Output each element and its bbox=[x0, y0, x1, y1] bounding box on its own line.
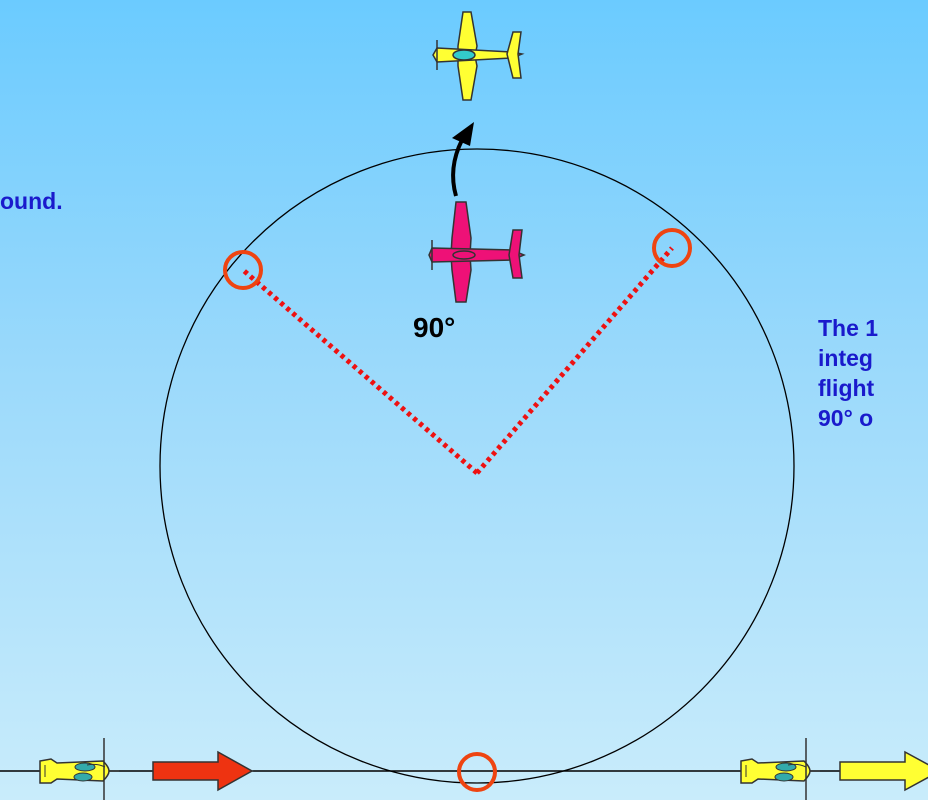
red-arrow bbox=[153, 752, 252, 790]
radius-left-dotted bbox=[243, 270, 477, 473]
marker-circle-bottom bbox=[459, 754, 495, 790]
plane-bottom-right-icon bbox=[741, 759, 820, 783]
right-caption-line: flight bbox=[818, 373, 878, 403]
right-caption: The 1 integ flight 90° o bbox=[818, 313, 878, 433]
right-caption-line: integ bbox=[818, 343, 878, 373]
right-caption-line: 90° o bbox=[818, 403, 878, 433]
right-caption-line: The 1 bbox=[818, 313, 878, 343]
yellow-arrow bbox=[840, 752, 928, 790]
radius-right-dotted bbox=[477, 248, 672, 473]
loop-circle bbox=[160, 149, 794, 783]
left-caption: ound. bbox=[0, 186, 63, 216]
angle-label: 90° bbox=[413, 312, 455, 344]
plane-top-icon bbox=[433, 12, 522, 100]
curved-arrow-shaft bbox=[453, 140, 462, 196]
plane-bottom-left-icon bbox=[40, 759, 119, 783]
curved-arrow-head bbox=[452, 122, 474, 146]
plane-middle-icon bbox=[429, 202, 524, 302]
